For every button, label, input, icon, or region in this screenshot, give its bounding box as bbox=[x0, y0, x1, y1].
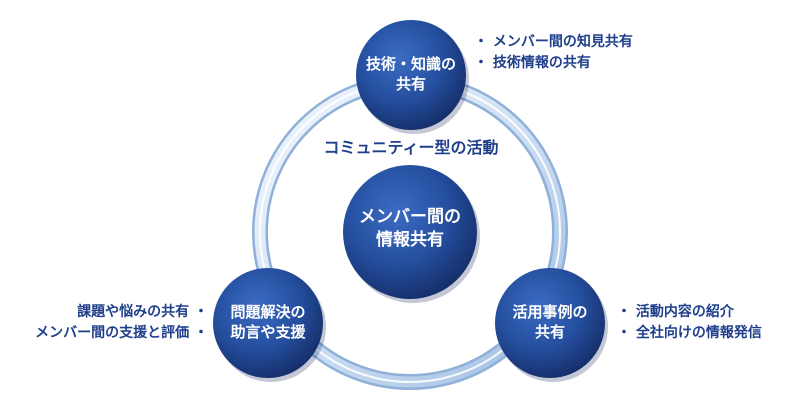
top-line-2: 共有 bbox=[395, 75, 426, 94]
right-node bbox=[495, 268, 608, 382]
top-bullet-2: ・ 技術情報の共有 bbox=[474, 55, 591, 71]
left-bullets: 課題や悩みの共有 ・ メンバー間の支援と評価 ・ bbox=[35, 302, 208, 344]
top-node bbox=[356, 20, 469, 134]
top-node-label: 技術・知識の 共有 bbox=[356, 54, 466, 95]
right-node-label: 活用事例の 共有 bbox=[495, 302, 605, 343]
center-line-2: 情報共有 bbox=[376, 229, 444, 250]
right-bullet-2: ・ 全社向けの情報発信 bbox=[617, 325, 762, 341]
left-node bbox=[213, 268, 326, 382]
diagram-title: コミュニティー型の活動 bbox=[323, 138, 499, 157]
right-bullets: ・ 活動内容の紹介 ・ 全社向けの情報発信 bbox=[617, 302, 762, 344]
left-line-2: 助言や支援 bbox=[230, 323, 306, 342]
left-line-1: 問題解決の bbox=[230, 303, 306, 321]
top-bullets: ・ メンバー間の知見共有 ・ 技術情報の共有 bbox=[474, 32, 633, 74]
top-line-1: 技術・知識の bbox=[365, 55, 456, 73]
center-node-label: メンバー間の 情報共有 bbox=[343, 206, 477, 252]
left-bullet-2: メンバー間の支援と評価 ・ bbox=[35, 325, 208, 341]
center-node bbox=[343, 165, 480, 303]
left-bullet-1: 課題や悩みの共有 ・ bbox=[77, 304, 208, 320]
left-node-label: 問題解決の 助言や支援 bbox=[213, 302, 323, 343]
top-bullet-1: ・ メンバー間の知見共有 bbox=[474, 34, 633, 50]
right-bullet-1: ・ 活動内容の紹介 bbox=[617, 304, 734, 320]
right-line-1: 活用事例の bbox=[512, 303, 588, 321]
center-line-1: メンバー間の bbox=[359, 207, 461, 227]
right-line-2: 共有 bbox=[534, 323, 565, 342]
